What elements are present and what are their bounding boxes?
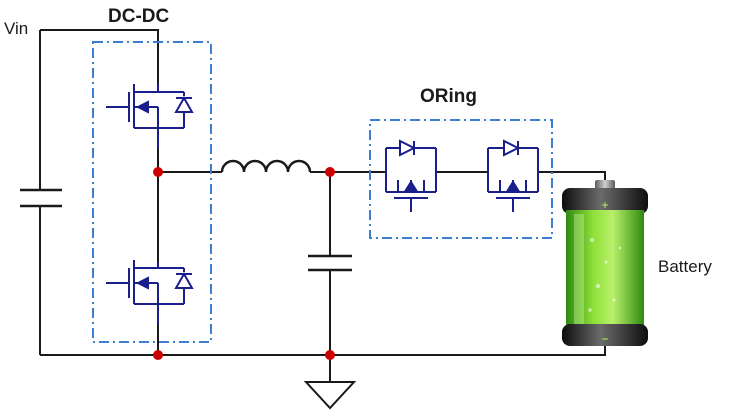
output-capacitor	[308, 254, 352, 272]
oring-mosfet-1	[385, 139, 437, 212]
ground-node-dot-left	[153, 350, 163, 360]
vin-label: Vin	[4, 19, 28, 38]
node-dots	[153, 167, 335, 360]
dcdc-label: DC-DC	[108, 6, 169, 27]
oring-to-battery-wire	[538, 171, 606, 186]
svg-text:+: +	[601, 198, 608, 212]
svg-text:−: −	[601, 332, 608, 346]
high-side-mosfet	[106, 84, 194, 148]
oring-label: ORing	[420, 86, 477, 107]
input-capacitor	[20, 188, 62, 208]
vin-wire	[40, 29, 159, 84]
oring-mosfet-2	[487, 139, 539, 212]
dcdc-box	[92, 41, 212, 343]
low-side-mosfet	[106, 260, 194, 325]
ground-node-dot-center	[325, 350, 335, 360]
battery-icon: + −	[562, 180, 648, 346]
switch-node-dot	[153, 167, 163, 177]
oring-box	[369, 119, 553, 239]
battery-label: Battery	[658, 257, 712, 276]
ground-symbol	[303, 381, 357, 410]
output-node-dot	[325, 167, 335, 177]
wires	[39, 29, 606, 382]
inductor	[220, 159, 312, 173]
